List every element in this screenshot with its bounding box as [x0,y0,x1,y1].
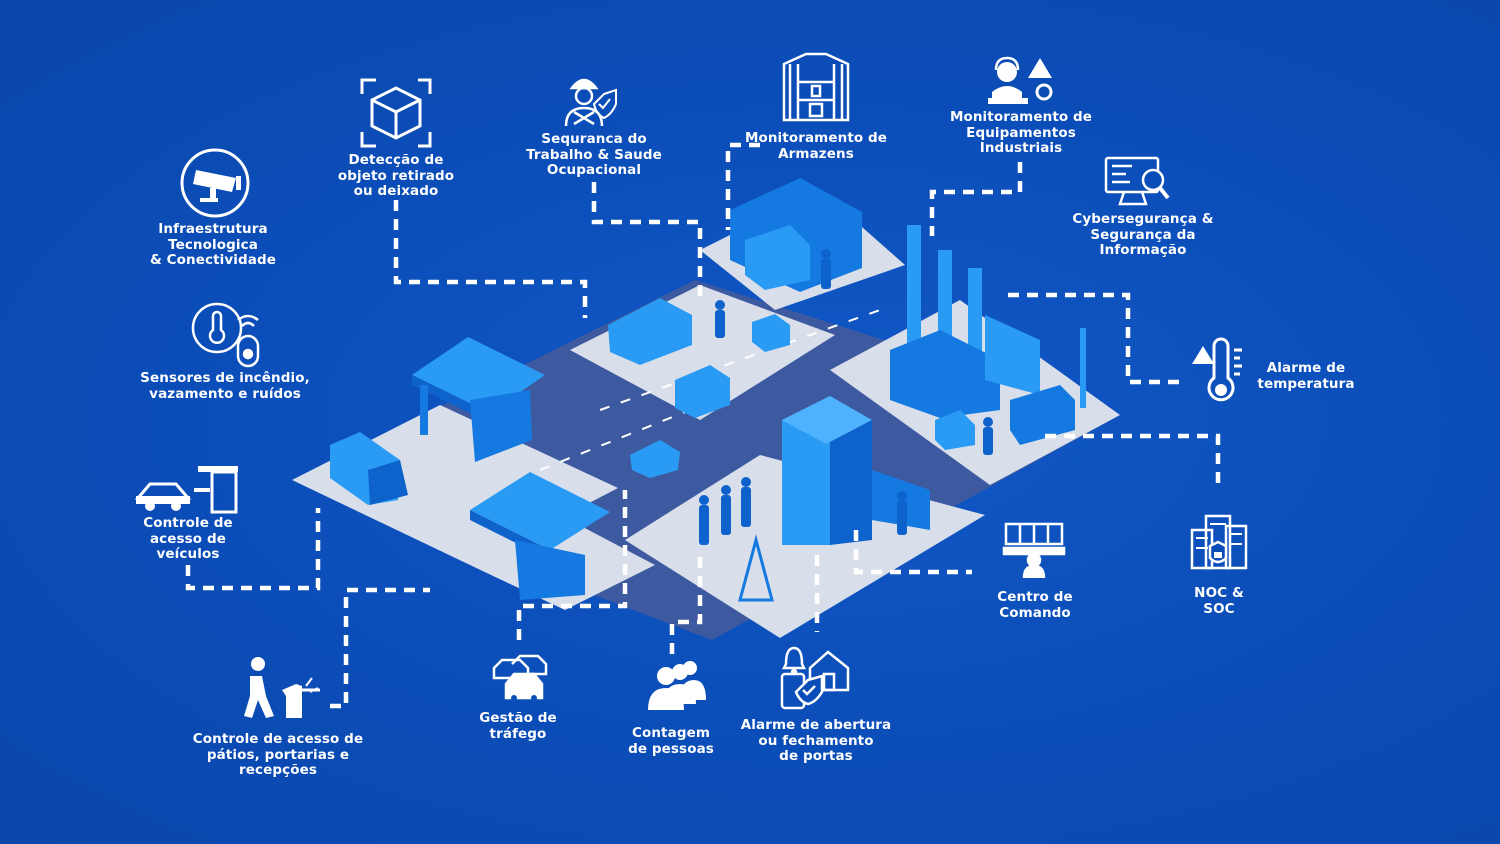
chimney [907,225,921,355]
van [675,365,730,418]
warehouse-shelves-icon [782,52,850,122]
car [630,440,680,478]
tower-top [782,396,872,444]
label-cyberseguranca: Cybersegurança & Segurança da Informação [1072,211,1214,258]
box-detection-icon [360,78,432,148]
connector-trafego [516,490,628,640]
canopy-south [470,472,610,550]
people [699,249,993,545]
road-marking [599,309,881,411]
car-gate-icon [134,466,238,514]
connector-veiculos [185,508,321,591]
label-contagem-pessoas: Contagem de pessoas [628,725,714,757]
connector-deteccao [393,200,588,318]
connector-seguranca [591,182,703,298]
connector-patios [330,587,430,709]
chimney [1080,328,1086,408]
label-alarme-portas: Alarme de abertura ou fechamento de port… [740,717,892,764]
label-deteccao-objeto: Detecção de objeto retirado ou deixado [337,152,455,199]
label-infraestrutura: Infraestrutura Tecnologica & Conectivida… [149,221,277,268]
connector-temperatura [1008,292,1180,385]
label-alarme-temperatura: Alarme de temperatura [1257,360,1355,392]
label-seguranca-trabalho: Sequranca do Trabalho & Saude Ocupaciona… [526,131,662,178]
label-noc-soc: NOC & SOC [1194,585,1244,617]
connector-comando [853,530,972,575]
connector-equipamentos [929,162,1023,236]
label-sensores: Sensores de incêndio, vazamento e ruídos [140,370,310,402]
buildings [330,178,1086,602]
label-controle-veiculos: Controle de acesso de veículos [143,515,233,562]
operator-alert-icon [988,56,1053,104]
thermometer-alert-icon [1192,337,1242,402]
worker-shield-icon [564,78,617,127]
door-alarm-icon [780,646,850,710]
factory-tank [985,315,1040,395]
factory-unit [1010,385,1075,445]
canopy-west-side [412,375,490,423]
label-centro-comando: Centro de Comando [997,589,1073,621]
van [608,298,692,365]
pillar [420,385,428,435]
ground-platform [292,190,1120,640]
kiosk-west [470,390,532,462]
connector-noc [1045,433,1221,488]
turnstile-person-icon [244,657,320,718]
chimney [968,268,982,368]
thermometer-sensor-icon [191,302,260,368]
boxes [752,314,790,352]
building-lock-icon [1190,514,1248,570]
monitor-search-icon [1104,156,1170,206]
truck-cab [368,460,408,505]
warehouse-floor-stock [745,225,810,290]
label-gestao-trafego: Gestão de tráfego [479,710,557,742]
command-center-icon [1002,522,1066,579]
cctv-camera-icon [180,148,250,218]
factory-body [890,330,1000,418]
label-monitoramento-equipamentos: Monitoramento de Equipamentos Industriai… [949,109,1093,156]
label-monitoramento-armazens: Monitoramento de Armazens [744,130,888,162]
forklift [935,410,975,450]
cars-traffic-icon [492,654,548,701]
road-marking [539,409,691,471]
radio-tower [738,534,774,602]
label-controle-patios: Controle de acesso de pátios, portarias … [192,731,364,778]
connector-contagem [669,555,703,654]
people-group-icon [648,661,706,710]
connector-lines [185,142,1221,709]
kiosk-south [515,540,585,600]
connector-armazens [725,142,760,230]
